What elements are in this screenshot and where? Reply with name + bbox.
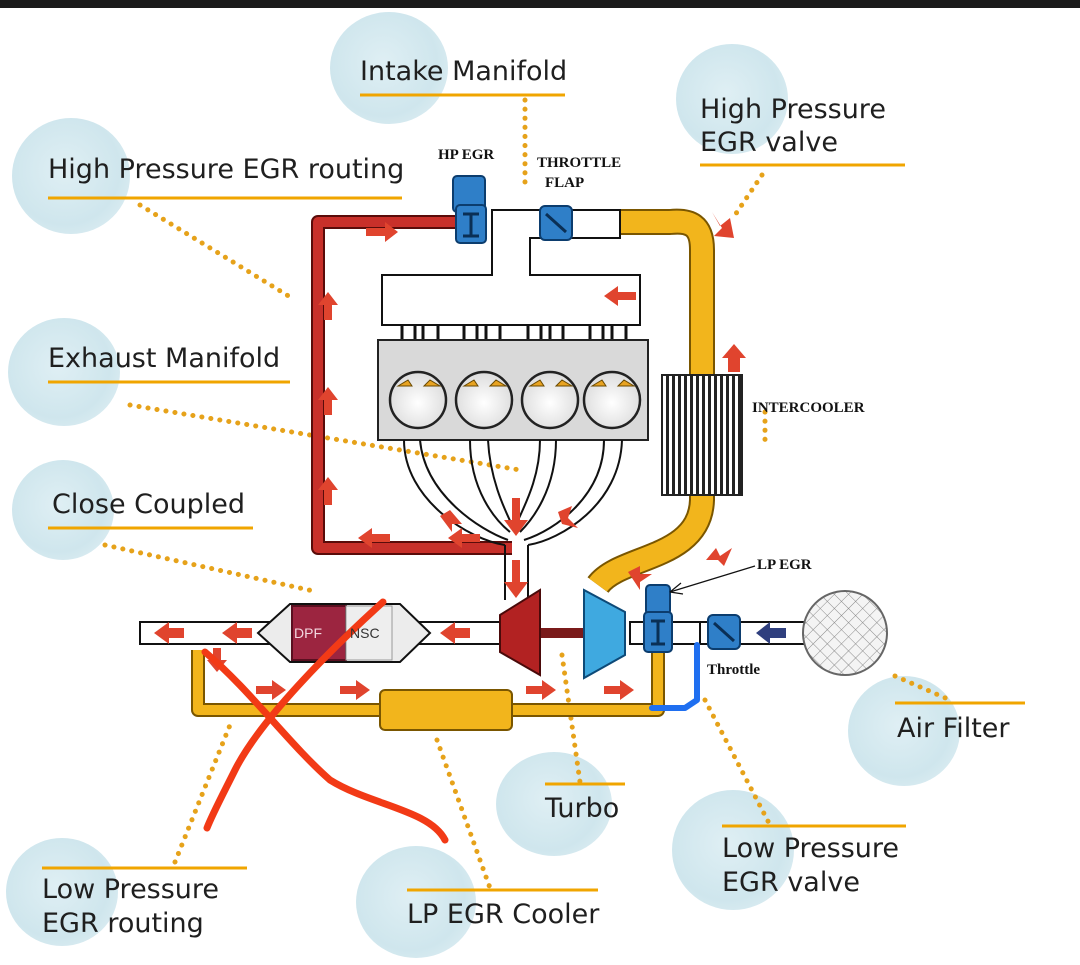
label-hp-egr-routing: High Pressure EGR routing bbox=[48, 154, 405, 185]
tag-nsc: NSC bbox=[350, 625, 380, 641]
arrow-icon bbox=[504, 560, 528, 598]
arrow-icon bbox=[504, 498, 528, 536]
lp-egr-valve-icon bbox=[643, 584, 673, 653]
compressor-wheel bbox=[583, 588, 626, 680]
leader-lp-routing bbox=[172, 717, 235, 865]
top-status-bar bbox=[0, 0, 1080, 8]
label-hp-egr-valve-line1: High Pressure bbox=[700, 94, 886, 125]
arrow-icon bbox=[366, 222, 398, 242]
arrow-icon bbox=[358, 528, 390, 548]
turbocharger bbox=[499, 588, 626, 680]
leader-exhaust-manifold bbox=[127, 402, 523, 473]
tag-dpf: DPF bbox=[294, 625, 322, 641]
lp-egr-loop bbox=[191, 640, 665, 731]
arrow-icon bbox=[604, 680, 634, 700]
arrow-icon bbox=[340, 680, 370, 700]
air-filter-element bbox=[802, 590, 888, 676]
bubble-lp-egr-routing bbox=[6, 838, 118, 946]
leader-lp-cooler bbox=[434, 737, 493, 891]
label-close-coupled: Close Coupled bbox=[52, 489, 246, 520]
hp-egr-valve-icon bbox=[452, 175, 487, 244]
arrow-icon bbox=[558, 506, 578, 528]
tag-lp-egr: LP EGR bbox=[757, 557, 812, 573]
throttle-flap-icon bbox=[539, 205, 573, 241]
arrow-icon bbox=[222, 622, 252, 644]
tag-throttle-flap-line2: FLAP bbox=[545, 175, 585, 191]
arrow-icon bbox=[526, 680, 556, 700]
label-lp-egr-cooler: LP EGR Cooler bbox=[407, 899, 600, 930]
bubble-exhaust-manifold bbox=[8, 318, 120, 426]
tag-hp-egr: HP EGR bbox=[438, 147, 495, 163]
arrow-icon bbox=[604, 286, 636, 306]
bubble-lp-egr-cooler bbox=[356, 846, 476, 958]
label-lp-egr-routing-line1: Low Pressure bbox=[42, 874, 220, 905]
tag-throttle-flap-line1: THROTTLE bbox=[537, 155, 622, 171]
leader-close-coupled bbox=[102, 542, 321, 595]
intake-arrow-icon bbox=[756, 622, 786, 644]
turbine-wheel bbox=[499, 588, 541, 677]
leader-hp-routing bbox=[137, 202, 298, 303]
bubble-intake bbox=[330, 12, 448, 124]
arrow-icon bbox=[440, 510, 462, 532]
bubble-air-filter bbox=[848, 676, 960, 786]
label-turbo: Turbo bbox=[545, 793, 620, 824]
label-intake-manifold: Intake Manifold bbox=[360, 56, 568, 87]
arrow-icon bbox=[440, 622, 470, 644]
annotation-blue-line bbox=[649, 642, 700, 711]
arrow-icon bbox=[318, 477, 338, 505]
dpf-nsc-canister bbox=[256, 603, 432, 663]
label-underlines bbox=[42, 93, 1025, 892]
leader-hp-valve bbox=[732, 172, 765, 218]
arrow-icon bbox=[722, 344, 746, 372]
bubble-hp-egr-valve bbox=[676, 44, 788, 154]
arrow-icon bbox=[256, 680, 286, 700]
engine-block bbox=[377, 339, 649, 441]
leader-air-filter bbox=[892, 673, 953, 703]
label-lp-egr-valve-line1: Low Pressure bbox=[722, 833, 900, 864]
bubble-lp-egr-valve bbox=[672, 790, 794, 910]
arrow-icon bbox=[154, 622, 184, 644]
label-air-filter: Air Filter bbox=[897, 713, 1010, 744]
arrow-icon bbox=[318, 292, 338, 320]
tag-intercooler: INTERCOOLER bbox=[752, 400, 865, 416]
flow-arrows bbox=[154, 212, 746, 700]
leader-lines bbox=[102, 97, 953, 891]
arrow-icon bbox=[448, 528, 480, 548]
intake-loop bbox=[572, 208, 715, 594]
bubble-hp-egr-routing bbox=[12, 118, 130, 234]
arrow-icon bbox=[712, 212, 734, 238]
lp-egr-cooler-body bbox=[379, 689, 513, 731]
annotation-red-x bbox=[201, 598, 449, 844]
bubble-close-coupled bbox=[12, 460, 114, 560]
tag-throttle: Throttle bbox=[707, 662, 761, 678]
hp-egr-loop bbox=[311, 215, 512, 555]
arrow-icon bbox=[706, 548, 732, 566]
arrow-icon bbox=[318, 387, 338, 415]
label-hp-egr-valve-line2: EGR valve bbox=[700, 127, 838, 158]
label-exhaust-manifold: Exhaust Manifold bbox=[48, 343, 281, 374]
label-lp-egr-routing-line2: EGR routing bbox=[42, 908, 204, 939]
lp-egr-pointer bbox=[669, 565, 756, 593]
throttle-icon bbox=[707, 614, 741, 650]
leader-turbo bbox=[559, 652, 583, 785]
intercooler-core bbox=[661, 374, 743, 496]
bubble-turbo bbox=[496, 752, 612, 856]
leader-lp-valve bbox=[702, 697, 773, 828]
label-lp-egr-valve-line2: EGR valve bbox=[722, 867, 860, 898]
arrow-icon bbox=[628, 566, 652, 590]
